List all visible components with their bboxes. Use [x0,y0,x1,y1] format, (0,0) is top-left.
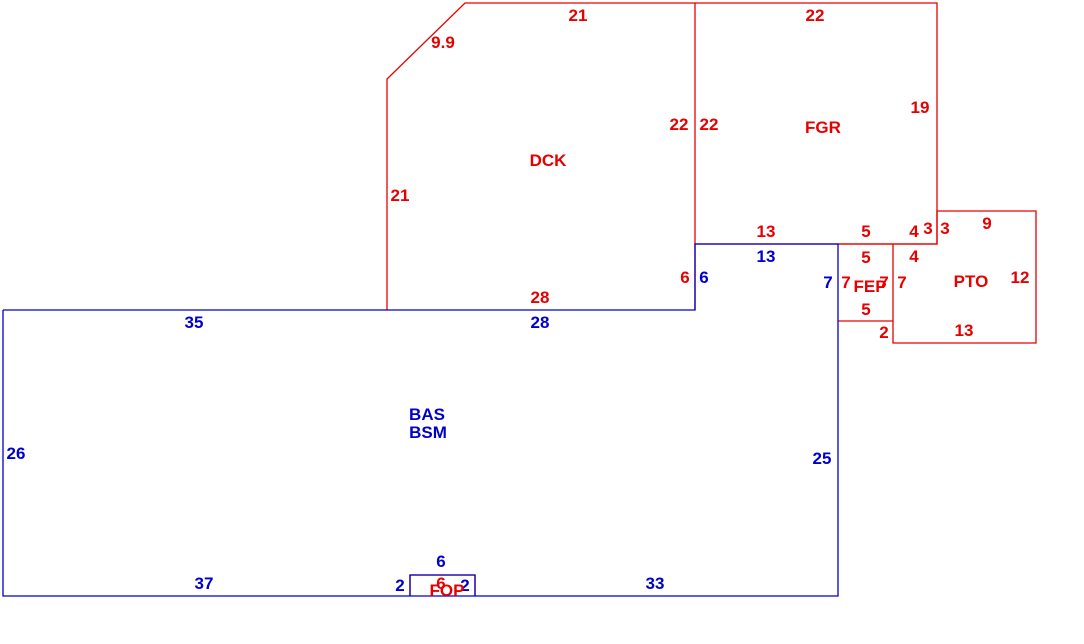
fep-dim-right: 7 [897,273,906,292]
bas-label: BAS [409,405,445,424]
bas-dim-top-left: 35 [185,313,204,332]
bas-dim-top-mid: 28 [531,313,550,332]
fep-dim-right-inner: 7 [879,273,888,292]
dck-dim-diagonal: 9.9 [431,33,455,52]
pto-dim-left-top: 3 [940,219,949,238]
fop-label: FOP [430,581,465,600]
pto-outline [892,210,1037,344]
bas-dim-left: 26 [7,444,26,463]
fgr-dim-top: 22 [806,6,825,25]
dck-dim-bottom: 28 [531,288,550,307]
fep-dim-top: 5 [861,248,870,267]
bas-dim-notch-left: 2 [395,576,404,595]
pto-dim-top: 9 [982,214,991,233]
fgr-dim-corner: 3 [923,219,932,238]
bas-dim-notch-right: 2 [460,576,469,595]
dck-label: DCK [530,151,568,170]
bas-dim-right-upper: 7 [823,273,832,292]
bas-dim-right: 25 [813,449,832,468]
dck-dim-right: 22 [670,115,689,134]
pto-label: PTO [954,272,989,291]
dck-dim-left: 21 [391,186,410,205]
bas-outline [2,243,839,597]
dck-dim-step: 6 [680,268,689,287]
fep-outline [838,243,894,322]
pto-dim-left: 4 [909,247,919,266]
bas-dim-notch-top: 6 [436,552,445,571]
fgr-dim-left: 22 [700,115,719,134]
fgr-label: FGR [805,118,841,137]
bsm-label: BSM [409,423,447,442]
bas-dim-bottom-right: 33 [646,574,665,593]
fgr-dim-bottom: 13 [757,222,776,241]
pto-dim-bottom: 13 [955,321,974,340]
dck-dim-top: 21 [569,6,588,25]
bas-dim-step: 6 [699,268,708,287]
fop-dim-top: 6 [436,574,445,593]
fep-dim-left: 7 [841,273,850,292]
fgr-dim-right: 19 [911,98,930,117]
dck-outline [386,2,696,310]
bas-dim-bottom-left: 37 [195,574,214,593]
fep-label: FEP [853,277,886,296]
fep-dim-bottom: 5 [861,300,870,319]
fep-dim-step: 2 [879,323,888,342]
pto-dim-right: 12 [1011,268,1030,287]
bas-dim-top-right: 13 [757,247,776,266]
fep-dim-corner: 4 [909,222,919,241]
fgr-dim-bottom-right: 5 [861,222,870,241]
